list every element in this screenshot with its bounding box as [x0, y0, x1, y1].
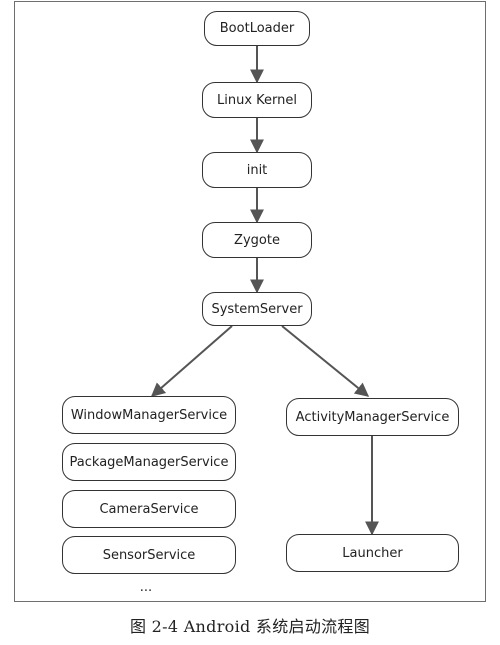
linux-kernel-node: Linux Kernel — [202, 82, 312, 118]
window-manager-service-node: WindowManagerService — [62, 396, 236, 434]
bootloader-node: BootLoader — [204, 11, 310, 46]
sensor-service-node: SensorService — [62, 536, 236, 574]
activity-manager-service-node: ActivityManagerService — [286, 398, 459, 436]
zygote-node: Zygote — [202, 222, 312, 258]
launcher-node: Launcher — [286, 534, 459, 572]
system-server-node: SystemServer — [202, 292, 312, 326]
camera-service-node: CameraService — [62, 490, 236, 528]
more-services-ellipsis: ... — [139, 580, 153, 595]
edge-system-server-to-activity-manager-service — [281, 325, 370, 397]
package-manager-service-node: PackageManagerService — [62, 443, 236, 481]
edge-system-server-to-window-manager-service — [150, 325, 233, 397]
init-node: init — [202, 152, 312, 188]
figure-caption: 图 2-4 Android 系统启动流程图 — [129, 617, 371, 636]
diagram-frame — [14, 1, 486, 602]
